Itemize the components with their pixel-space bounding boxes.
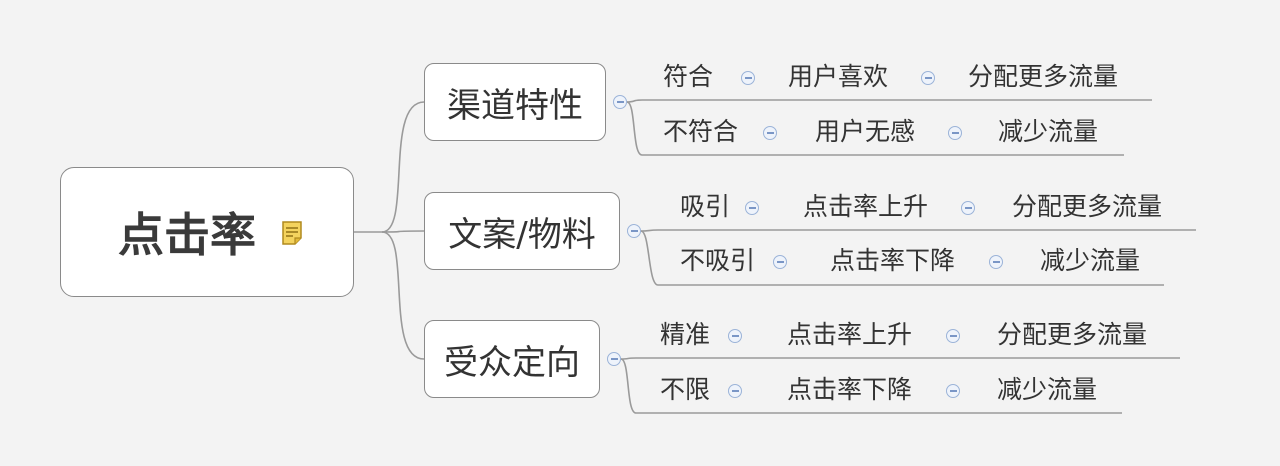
row-underline-1-1 [626,99,1152,103]
note-icon[interactable] [281,220,303,246]
row-underline-2-2 [640,230,1164,286]
branch-node-2[interactable]: 文案/物料 [424,192,620,270]
branch-collapse-toggle-1[interactable] [613,95,627,109]
branch-connector-2 [381,230,425,233]
leaf-node[interactable]: 分配更多流量 [997,320,1148,349]
row-underline-3-2 [620,358,1122,414]
leaf-node[interactable]: 用户无感 [815,117,916,146]
leaf-collapse-toggle-2-2-1[interactable] [773,255,787,269]
leaf-collapse-toggle-2-2-2[interactable] [989,255,1003,269]
leaf-collapse-toggle-1-1-1[interactable] [741,71,755,85]
leaf-collapse-toggle-3-1-2[interactable] [946,329,960,343]
leaf-collapse-toggle-1-1-2[interactable] [921,71,935,85]
leaf-collapse-toggle-1-2-2[interactable] [948,126,962,140]
branch-collapse-toggle-2[interactable] [627,224,641,238]
branch-node-3[interactable]: 受众定向 [424,320,600,398]
leaf-collapse-toggle-3-2-2[interactable] [946,384,960,398]
root-node[interactable]: 点击率 [60,167,354,297]
leaf-node[interactable]: 符合 [663,62,714,91]
leaf-node[interactable]: 精准 [660,320,711,349]
root-label: 点击率 [118,208,256,262]
leaf-collapse-toggle-2-1-2[interactable] [961,201,975,215]
leaf-node[interactable]: 吸引 [680,192,731,221]
leaf-node[interactable]: 减少流量 [998,117,1099,146]
row-underline-1-2 [626,101,1124,156]
leaf-node[interactable]: 分配更多流量 [968,62,1119,91]
row-underline-2-1 [640,229,1196,232]
leaf-node[interactable]: 点击率下降 [830,246,956,275]
branch-connector-1 [381,101,425,233]
leaf-node[interactable]: 分配更多流量 [1012,192,1163,221]
leaf-node[interactable]: 点击率下降 [787,375,913,404]
branch-collapse-toggle-3[interactable] [607,352,621,366]
branch-node-1[interactable]: 渠道特性 [424,63,606,141]
leaf-collapse-toggle-3-1-1[interactable] [728,329,742,343]
leaf-collapse-toggle-2-1-1[interactable] [745,201,759,215]
leaf-node[interactable]: 用户喜欢 [788,62,889,91]
leaf-collapse-toggle-1-2-1[interactable] [763,126,777,140]
leaf-node[interactable]: 不符合 [663,117,739,146]
leaf-node[interactable]: 不吸引 [680,246,756,275]
leaf-collapse-toggle-3-2-1[interactable] [728,384,742,398]
row-underline-3-1 [620,357,1180,360]
leaf-node[interactable]: 点击率上升 [803,192,929,221]
leaf-node[interactable]: 减少流量 [1040,246,1141,275]
leaf-node[interactable]: 不限 [660,375,711,404]
leaf-node[interactable]: 减少流量 [997,375,1098,404]
branch-connector-3 [381,231,425,360]
leaf-node[interactable]: 点击率上升 [787,320,913,349]
